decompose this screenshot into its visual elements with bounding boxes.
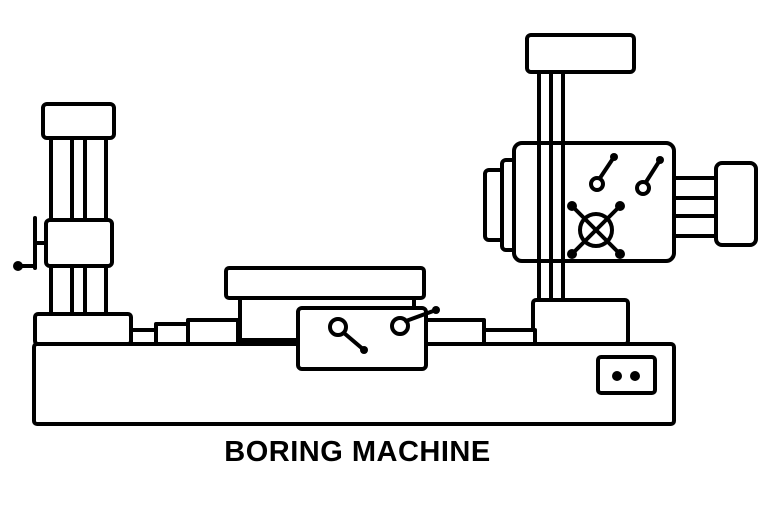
machine-bed <box>32 318 676 426</box>
saddle <box>296 306 440 371</box>
headstock-levers <box>589 153 664 196</box>
diagram-caption: BORING MACHINE <box>224 436 491 468</box>
control-box <box>596 355 657 395</box>
hand-wheel <box>13 216 48 271</box>
spindle-wheel <box>567 201 625 259</box>
headstock <box>483 141 758 263</box>
end-support-column <box>33 102 133 346</box>
